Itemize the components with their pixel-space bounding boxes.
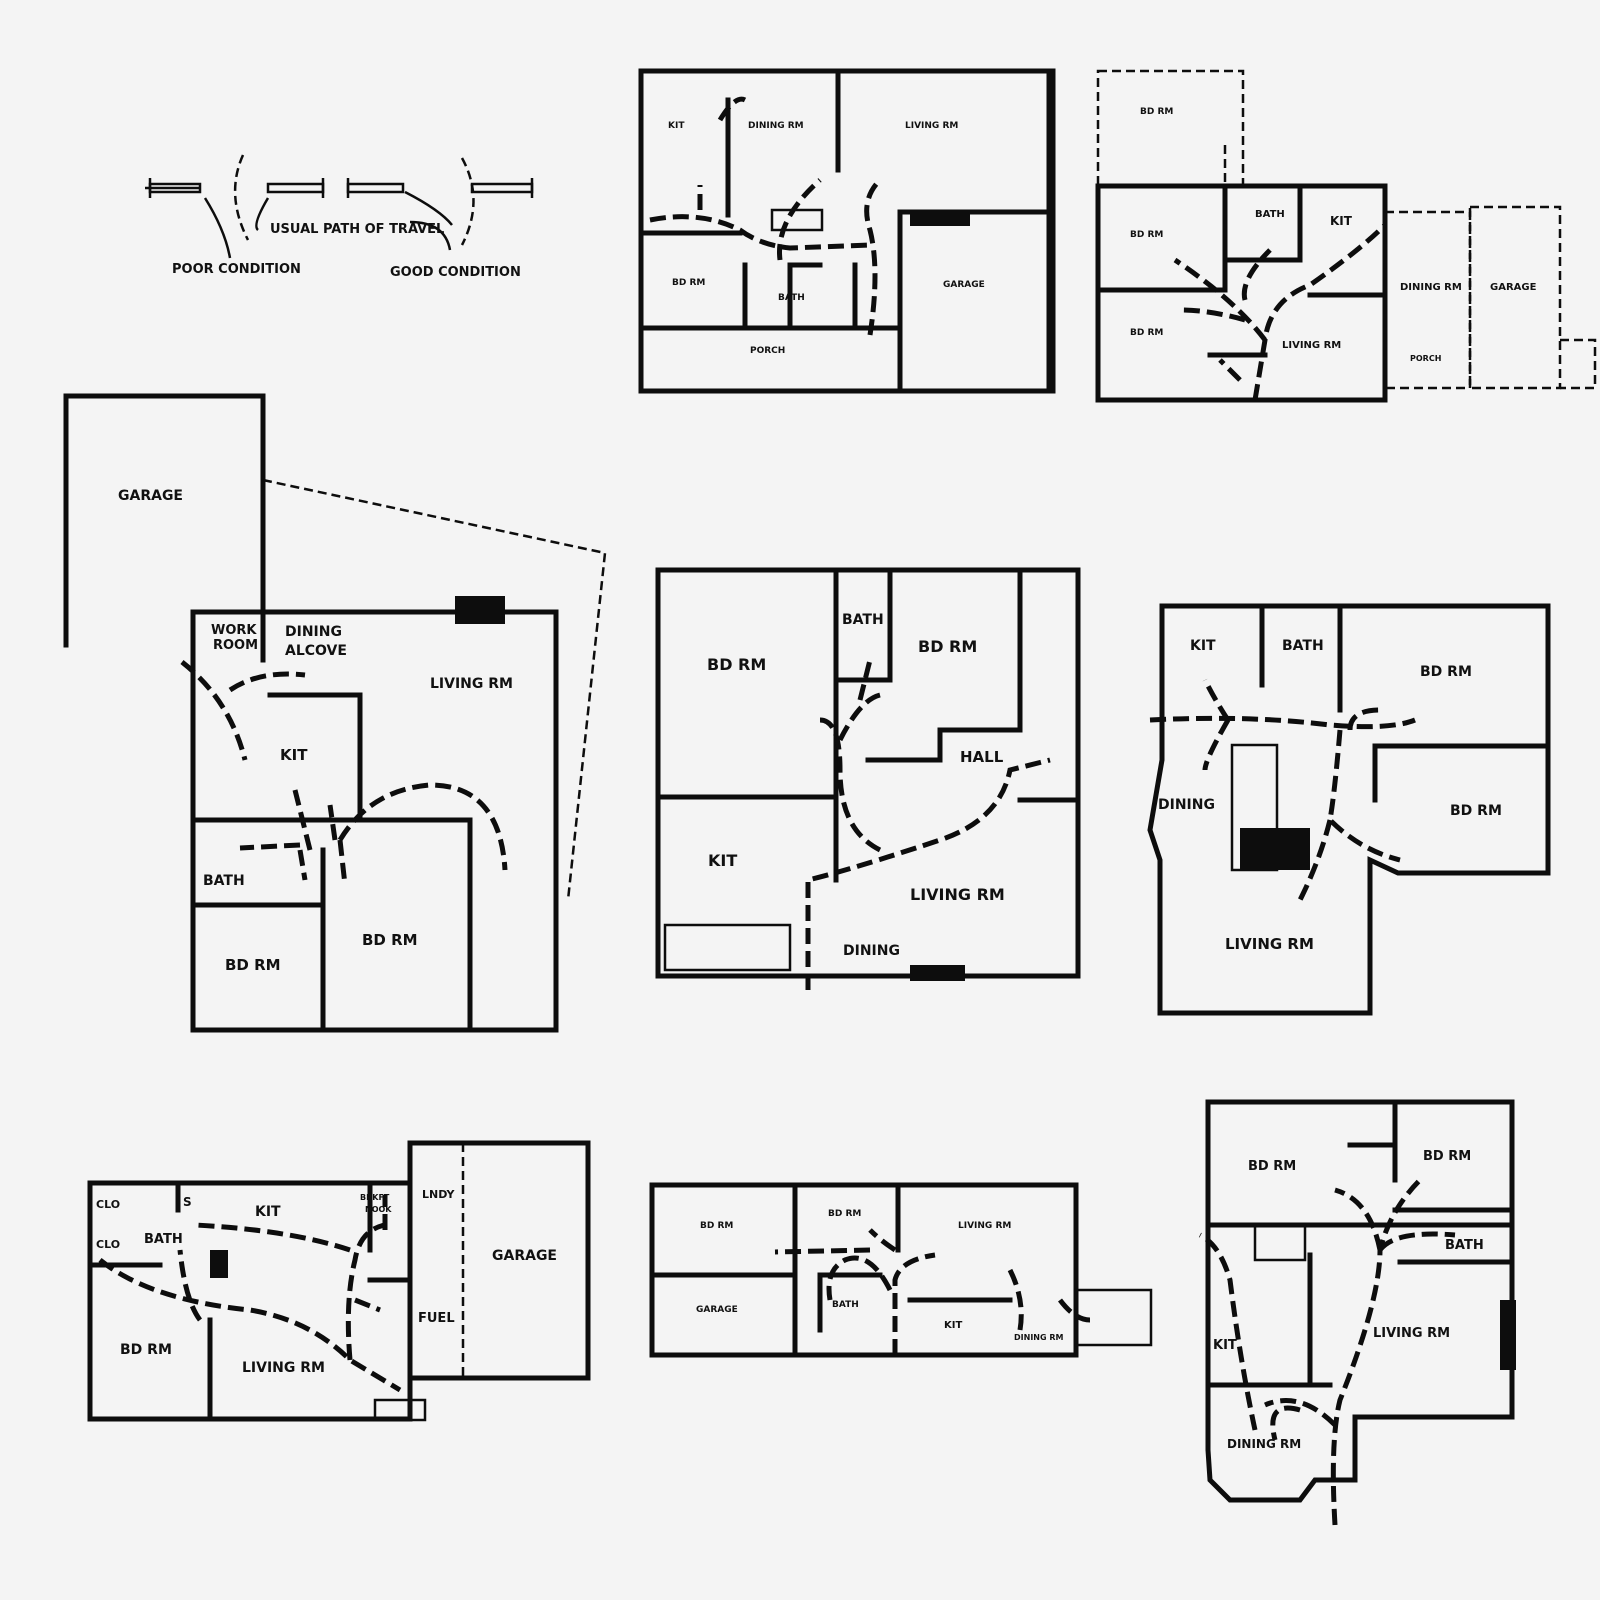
plan-f: CLO S KIT BRKFT NOOK LNDY CLO BATH GARAG…	[87, 1140, 591, 1422]
plan-d-bd1: BD RM	[707, 655, 766, 674]
plan-e-bd2: BD RM	[1450, 803, 1502, 819]
plan-h-bd2: BD RM	[1423, 1149, 1471, 1164]
plan-a-garage: GARAGE	[943, 280, 985, 290]
plan-h-bd1: BD RM	[1248, 1159, 1296, 1174]
plan-h: BD RM BD RM BATH KIT LIVING RM DINING RM	[1198, 1099, 1516, 1526]
plan-e-bath: BATH	[1282, 638, 1324, 654]
plan-h-bath: BATH	[1445, 1238, 1484, 1253]
plan-g-dining: DINING RM	[1014, 1333, 1063, 1342]
legend-good: GOOD CONDITION	[390, 265, 521, 280]
plan-f-living: LIVING RM	[242, 1360, 325, 1376]
plan-c-bd2: BD RM	[362, 931, 418, 949]
plan-f-nook: NOOK	[365, 1205, 392, 1214]
plan-c-kit: KIT	[280, 746, 308, 764]
plan-b-bd-low: BD RM	[1130, 328, 1163, 338]
plan-g-bath: BATH	[832, 1300, 859, 1310]
legend: USUAL PATH OF TRAVEL POOR CONDITION GOOD…	[145, 154, 534, 280]
plan-d-bd2: BD RM	[918, 637, 977, 656]
plan-e-living: LIVING RM	[1225, 935, 1314, 953]
plan-d-dining: DINING	[843, 943, 900, 959]
plan-b-living: LIVING RM	[1282, 340, 1341, 351]
legend-poor: POOR CONDITION	[172, 262, 301, 277]
plan-c-work: WORK	[211, 623, 257, 638]
plan-c-bd1: BD RM	[225, 956, 281, 974]
plan-b-dining: DINING RM	[1400, 282, 1462, 293]
plan-a-living: LIVING RM	[905, 121, 958, 131]
plan-b-bd-top: BD RM	[1140, 107, 1173, 117]
plan-e-kit: KIT	[1190, 638, 1216, 654]
plan-b-kit: KIT	[1330, 214, 1353, 228]
plan-h-living: LIVING RM	[1373, 1326, 1450, 1341]
plan-d-living: LIVING RM	[910, 885, 1005, 904]
plan-a-kit: KIT	[668, 121, 685, 131]
plan-a-bd: BD RM	[672, 278, 705, 288]
plan-a: KIT DINING RM LIVING RM BD RM BATH GARAG…	[638, 68, 1056, 394]
plan-e: KIT BATH BD RM DINING BD RM LIVING RM	[1147, 603, 1551, 1016]
plan-e-dining: DINING	[1158, 797, 1215, 813]
plan-f-fuel: FUEL	[418, 1311, 455, 1326]
plan-g-bd1: BD RM	[700, 1221, 733, 1231]
plan-c-bath: BATH	[203, 873, 245, 889]
plan-h-dining: DINING RM	[1227, 1437, 1301, 1451]
plan-b-porch: PORCH	[1410, 354, 1441, 363]
plan-d: BD RM BATH BD RM HALL KIT LIVING RM DINI…	[655, 567, 1081, 990]
plan-c: GARAGE WORK ROOM DINING ALCOVE LIVING RM…	[63, 393, 607, 1033]
plan-b-bath: BATH	[1255, 209, 1285, 220]
plan-a-porch: PORCH	[750, 346, 785, 356]
plan-d-bath: BATH	[842, 612, 884, 628]
plan-b: BD RM BD RM BD RM BATH KIT DINING RM GAR…	[1095, 69, 1597, 403]
plan-f-garage: GARAGE	[492, 1248, 557, 1264]
plan-f-s: S	[183, 1195, 192, 1209]
plan-b-garage: GARAGE	[1490, 282, 1537, 293]
plan-g-garage: GARAGE	[696, 1305, 738, 1315]
plan-a-dining: DINING RM	[748, 121, 804, 131]
plan-d-kit: KIT	[708, 851, 737, 870]
plan-h-kit: KIT	[1213, 1338, 1237, 1353]
plan-f-brkft: BRKFT	[360, 1193, 390, 1202]
plan-f-lndy: LNDY	[422, 1188, 456, 1201]
plan-c-living: LIVING RM	[430, 676, 513, 692]
legend-usual-path: USUAL PATH OF TRAVEL	[270, 222, 444, 237]
poor-door-swing	[233, 154, 250, 241]
plan-g: BD RM BD RM LIVING RM GARAGE BATH KIT DI…	[649, 1182, 1153, 1358]
plan-g-kit: KIT	[944, 1320, 962, 1331]
plan-c-room: ROOM	[213, 638, 258, 653]
plan-f-clo1: CLO	[96, 1198, 120, 1211]
plan-g-living: LIVING RM	[958, 1221, 1011, 1231]
good-door-swing	[460, 157, 475, 246]
plan-f-kit: KIT	[255, 1204, 281, 1220]
plan-g-bd2: BD RM	[828, 1209, 861, 1219]
plan-b-bd-mid: BD RM	[1130, 230, 1163, 240]
plan-d-hall: HALL	[960, 748, 1004, 766]
plan-c-dining: DINING	[285, 624, 342, 640]
plan-c-alcove: ALCOVE	[285, 643, 347, 659]
plan-c-garage: GARAGE	[118, 488, 183, 504]
plan-e-bd1: BD RM	[1420, 664, 1472, 680]
plan-f-clo2: CLO	[96, 1238, 120, 1251]
plan-f-bath: BATH	[144, 1232, 183, 1247]
plan-f-bd: BD RM	[120, 1342, 172, 1358]
plan-a-bath: BATH	[778, 293, 805, 303]
